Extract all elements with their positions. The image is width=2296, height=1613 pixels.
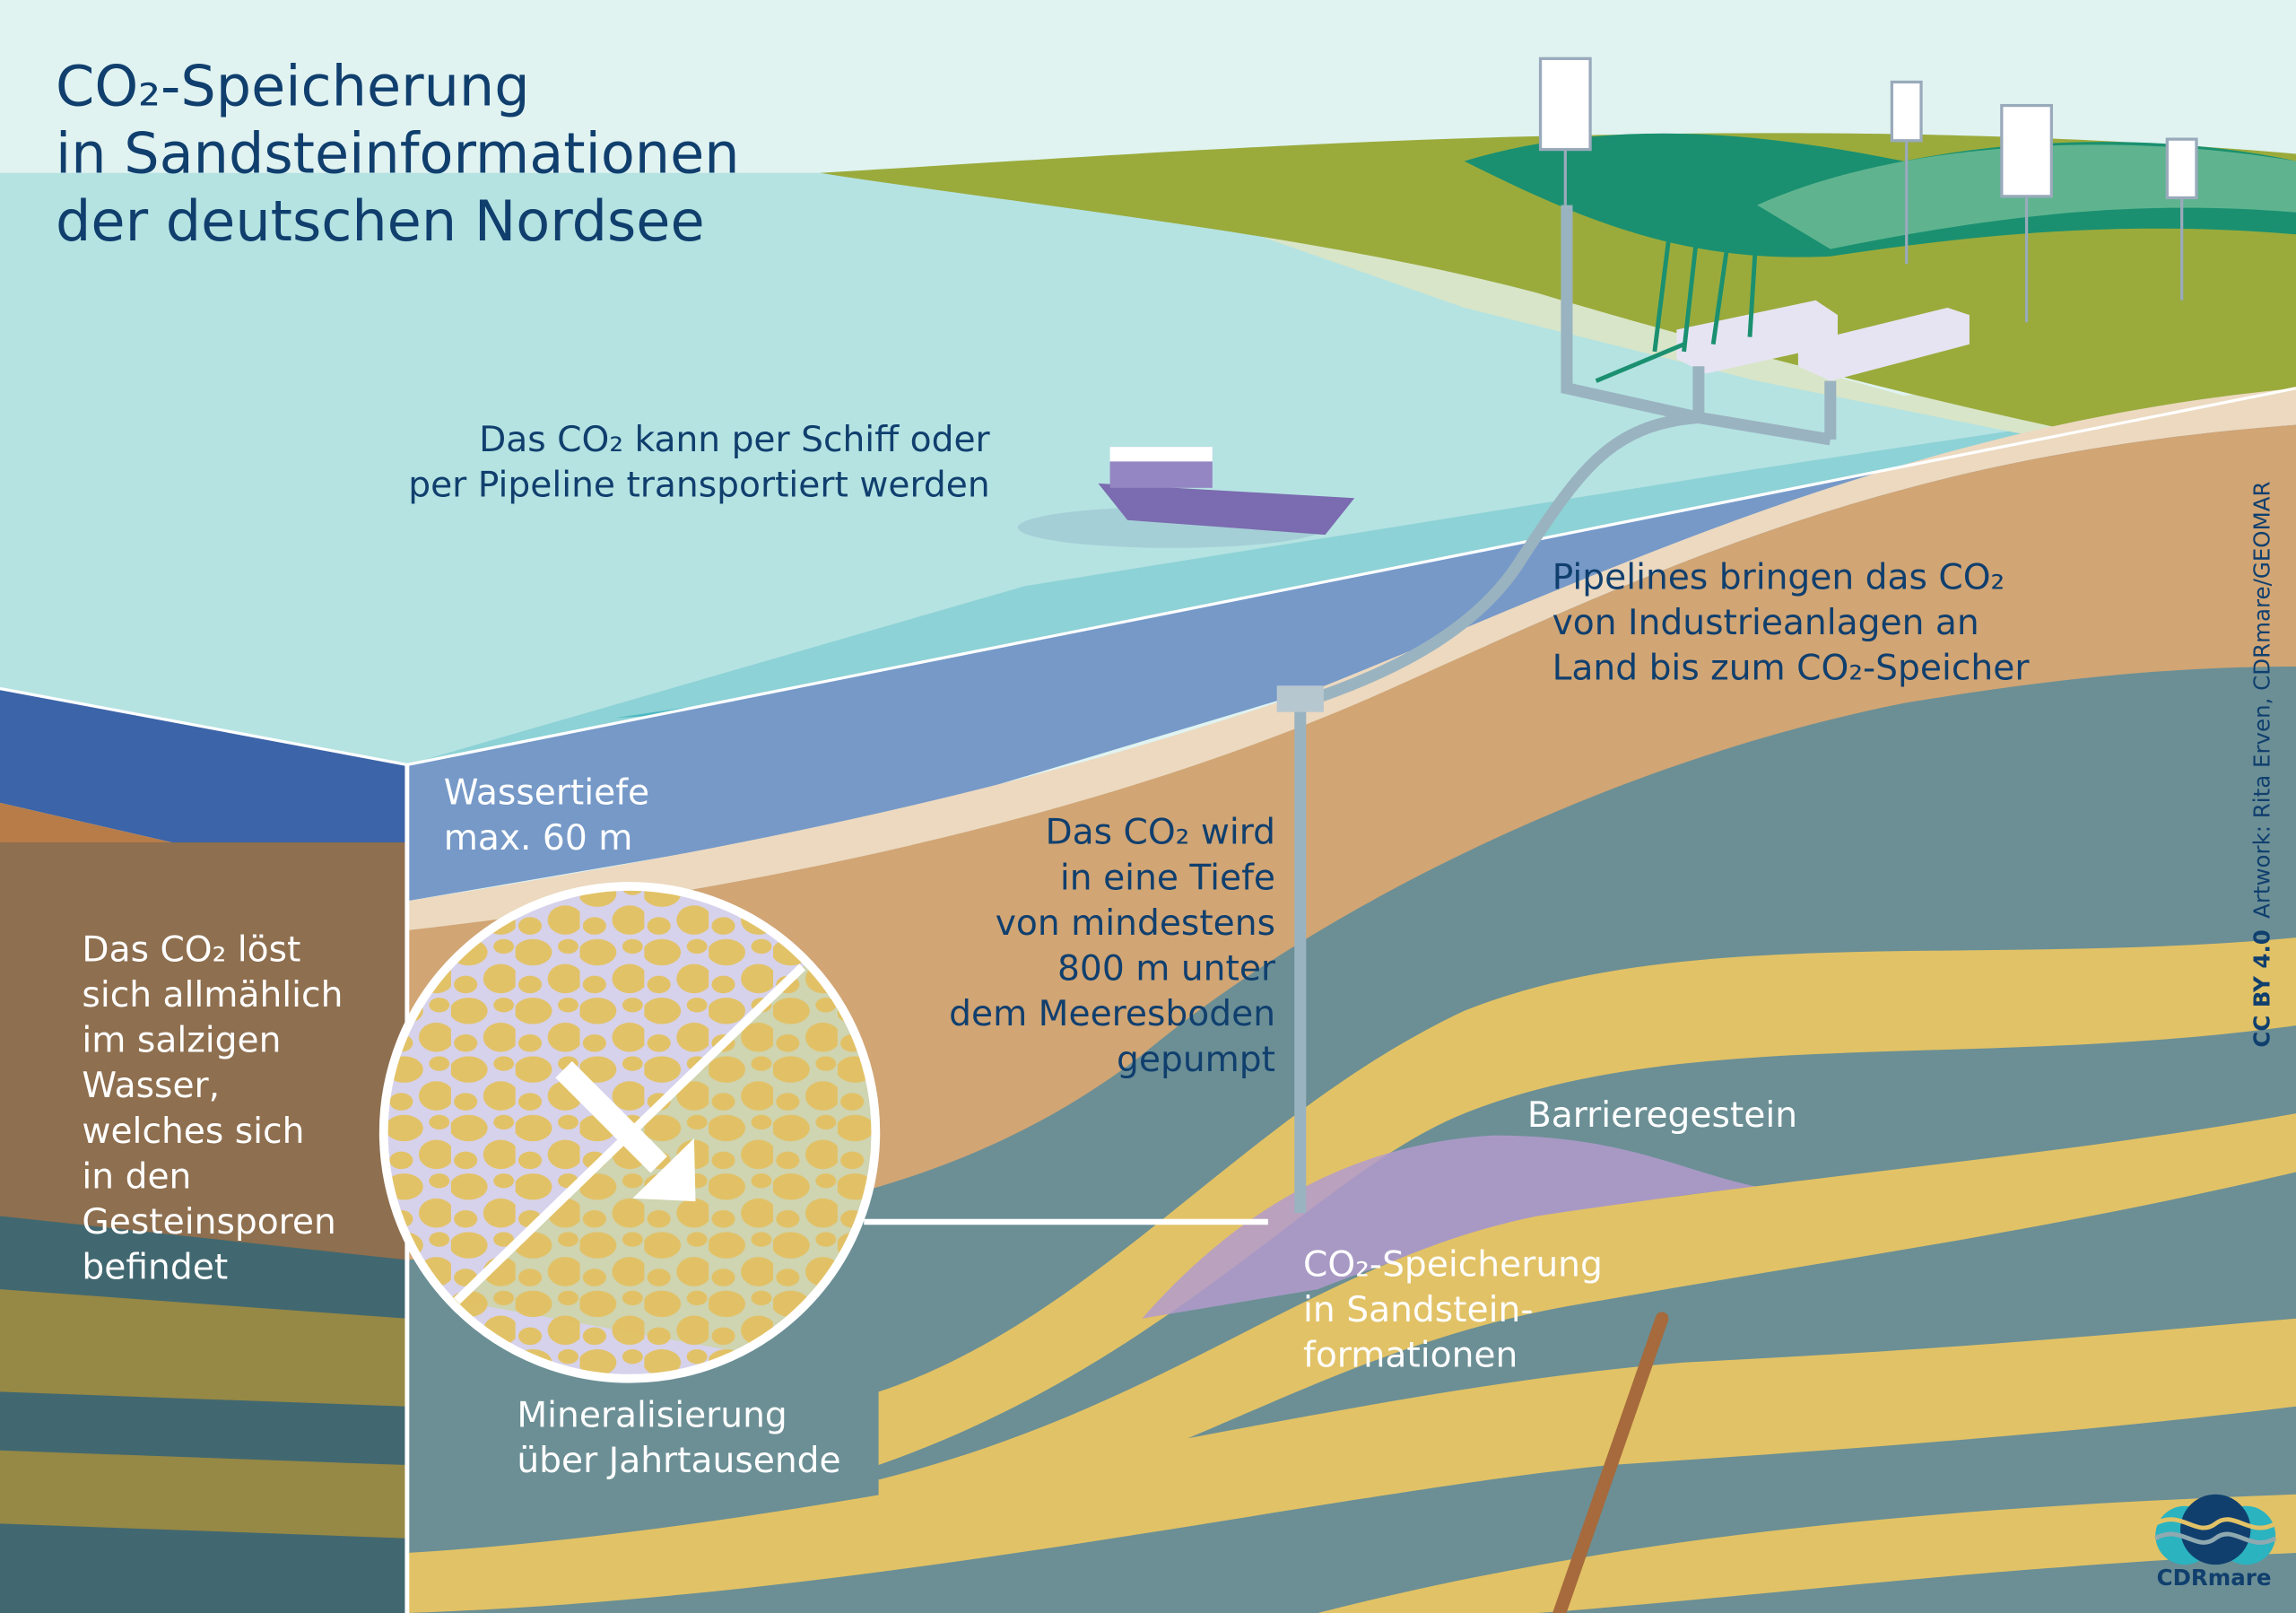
pipeline xyxy=(1298,205,1837,710)
svg-text:über Jahrtausende: über Jahrtausende xyxy=(517,1441,840,1481)
title-line-3: der deutschen Nordsee xyxy=(56,188,705,254)
credit: CC BY 4.0 Artwork: Rita Erven, CDRmare/G… xyxy=(2249,482,2275,1048)
storage-label: CO₂-Speicherung in Sandstein- formatione… xyxy=(1303,1244,1603,1375)
industrial-plant-icon xyxy=(1595,219,1970,383)
svg-text:Land bis zum CO₂-Speicher: Land bis zum CO₂-Speicher xyxy=(1552,649,2031,689)
pore-magnifier xyxy=(387,889,874,1376)
svg-text:Wasser,: Wasser, xyxy=(82,1066,220,1106)
arrow-icon xyxy=(555,1060,696,1202)
wellhead-icon xyxy=(1276,685,1324,712)
svg-text:Wassertiefe: Wassertiefe xyxy=(444,773,649,814)
svg-text:Pipelines bringen das CO₂: Pipelines bringen das CO₂ xyxy=(1552,557,2005,597)
mineralization-label: Mineralisierung über Jahrtausende xyxy=(517,1396,840,1482)
svg-text:Gesteinsporen: Gesteinsporen xyxy=(82,1202,335,1242)
title-line-2: in Sandsteinformationen xyxy=(56,121,740,187)
left-sandstone-1 xyxy=(0,1289,407,1407)
dissolves-label: Das CO₂ löst sich allmählich im salzigen… xyxy=(82,929,343,1287)
svg-text:Das CO₂ löst: Das CO₂ löst xyxy=(82,929,300,970)
svg-text:gepumpt: gepumpt xyxy=(1117,1040,1275,1080)
svg-text:Das CO₂ wird: Das CO₂ wird xyxy=(1045,813,1275,853)
left-sandstone-2 xyxy=(0,1450,407,1539)
sandstone-layer-1 xyxy=(878,937,2296,1466)
ship-icon xyxy=(1017,447,1355,548)
artwork-credit: Artwork: Rita Erven, CDRmare/GEOMAR xyxy=(2249,482,2275,919)
svg-text:von Industrieanlagen an: von Industrieanlagen an xyxy=(1552,603,1979,643)
transport-label: Das CO₂ kann per Schiff oder per Pipelin… xyxy=(408,420,990,506)
sandstone-layer-2 xyxy=(878,1113,2296,1539)
svg-text:Das CO₂ kann per Schiff oder: Das CO₂ kann per Schiff oder xyxy=(479,420,990,460)
magnifier-ring xyxy=(378,882,881,1383)
svg-text:im salzigen: im salzigen xyxy=(82,1021,281,1061)
sandstone-layer-3 xyxy=(406,1318,2296,1613)
sea-edge-line xyxy=(0,387,2296,767)
svg-text:dem Meeresboden: dem Meeresboden xyxy=(949,994,1275,1034)
fault-line xyxy=(1552,1312,1669,1613)
svg-text:in eine Tiefe: in eine Tiefe xyxy=(1060,858,1275,898)
co2-storage-zone xyxy=(1142,1135,1758,1319)
beach xyxy=(820,172,2296,440)
svg-text:formationen: formationen xyxy=(1303,1336,1518,1376)
cdrmare-logo: CDRmare xyxy=(2154,1494,2277,1591)
svg-text:von mindestens: von mindestens xyxy=(996,903,1275,944)
title-line-1: CO₂-Speicherung xyxy=(56,54,530,119)
sandstone-layer-4 xyxy=(1318,1494,2296,1613)
wind-turbine-icons xyxy=(1538,57,2198,367)
barrier-label: Barrieregestein xyxy=(1527,1095,1797,1136)
svg-text:per Pipeline transportiert wer: per Pipeline transportiert werden xyxy=(408,466,989,506)
svg-text:welches sich: welches sich xyxy=(82,1112,304,1152)
svg-text:sich allmählich: sich allmählich xyxy=(82,975,343,1016)
svg-text:befindet: befindet xyxy=(82,1248,228,1288)
svg-text:max. 60 m: max. 60 m xyxy=(444,818,633,859)
svg-text:800 m unter: 800 m unter xyxy=(1057,949,1276,990)
pipelines-label: Pipelines bringen das CO₂ von Industriea… xyxy=(1552,557,2031,688)
seabed-sand xyxy=(406,388,2296,930)
logo-text: CDRmare xyxy=(2157,1565,2272,1591)
svg-text:in Sandstein-: in Sandstein- xyxy=(1303,1290,1533,1330)
svg-text:Mineralisierung: Mineralisierung xyxy=(517,1396,787,1436)
pumped-label: Das CO₂ wird in eine Tiefe von mindesten… xyxy=(949,813,1276,1080)
license-text: CC BY 4.0 xyxy=(2249,929,2275,1047)
svg-text:CO₂-Speicherung: CO₂-Speicherung xyxy=(1303,1244,1603,1285)
svg-text:in den: in den xyxy=(82,1156,191,1197)
water-depth-label: Wassertiefe max. 60 m xyxy=(444,773,649,859)
